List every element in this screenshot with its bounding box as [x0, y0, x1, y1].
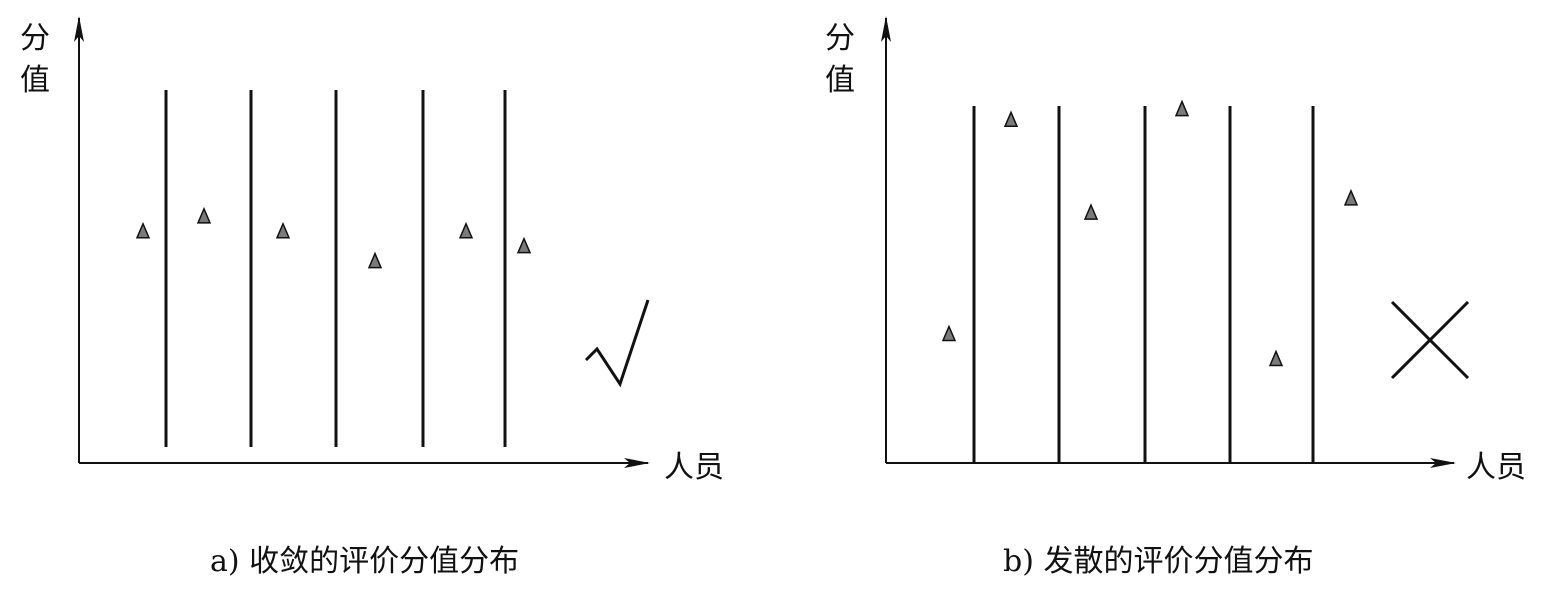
separator-lines-b: [972, 106, 1315, 463]
y-axis-label-char-2-a: 值: [20, 63, 50, 98]
check-mark-icon: [584, 299, 650, 388]
y-axis-label-char-1-a: 分: [20, 21, 50, 56]
caption-b: b) 发散的评价分值分布: [1003, 544, 1313, 579]
caption-a: a) 收敛的评价分值分布: [210, 544, 519, 579]
triangle-marker-icon: [516, 236, 532, 254]
triangle-marker-icon: [1083, 203, 1099, 220]
triangle-marker-icon: [1268, 349, 1284, 367]
triangle-marker-icon: [941, 324, 957, 342]
x-axis-label-a: 人员: [664, 450, 724, 485]
score-markers-b: [941, 99, 1359, 367]
triangle-marker-icon: [275, 221, 291, 239]
triangle-marker-icon: [1174, 99, 1190, 117]
score-markers-a: [135, 206, 532, 269]
triangle-marker-icon: [1003, 110, 1019, 128]
x-axis-label-b: 人员: [1466, 450, 1526, 485]
triangle-marker-icon: [135, 221, 151, 239]
panel-a: 分 值 人员 a) 收敛的评价分值分布: [20, 16, 724, 579]
triangle-marker-icon: [458, 221, 474, 239]
triangle-marker-icon: [196, 206, 212, 224]
cross-mark-icon: [1390, 300, 1470, 380]
panel-b: 分 值 人员 b) 发散的评价分值分布: [825, 16, 1526, 579]
triangle-marker-icon: [1343, 188, 1359, 206]
separator-lines-a: [164, 90, 507, 447]
y-axis-label-char-1-b: 分: [825, 21, 855, 56]
triangle-marker-icon: [367, 251, 383, 269]
y-axis-label-char-2-b: 值: [825, 63, 855, 98]
